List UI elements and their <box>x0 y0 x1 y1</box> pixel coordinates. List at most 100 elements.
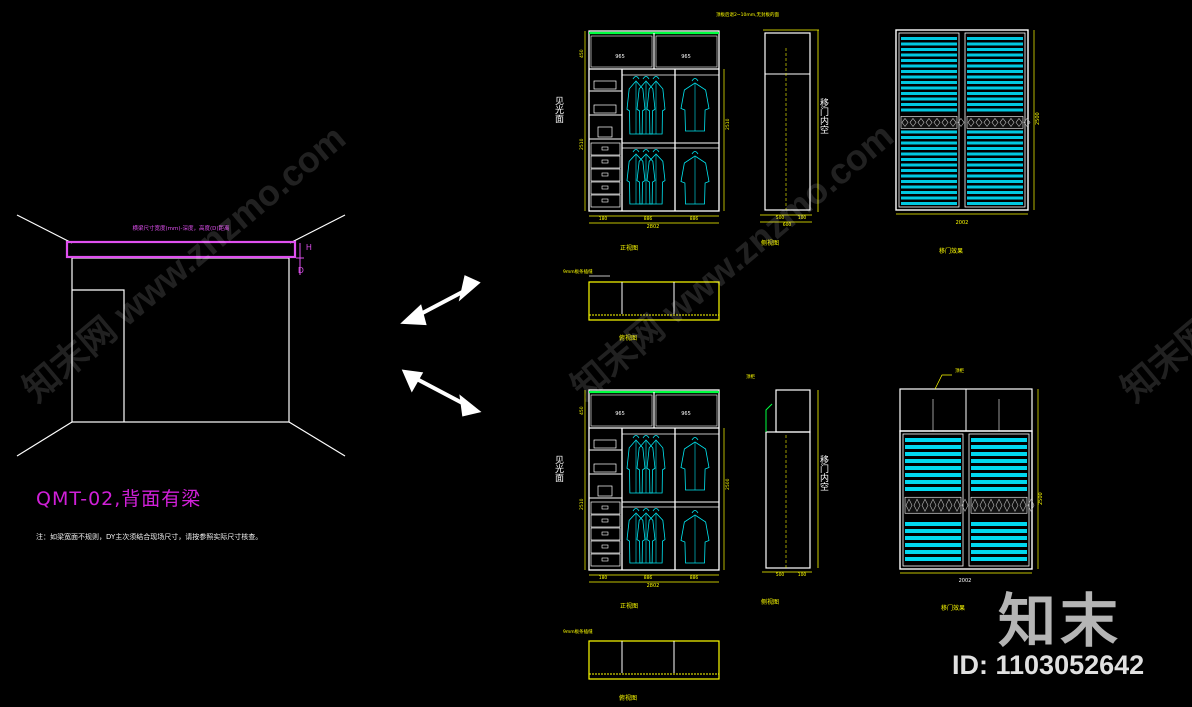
drawer <box>590 540 621 554</box>
door-panel <box>898 32 960 208</box>
door-slat <box>901 92 957 95</box>
front-top-bottom-width-3: 886 <box>690 216 699 222</box>
door-slat <box>905 543 961 547</box>
hanger-icon <box>642 149 650 153</box>
double-arrow-icon <box>400 275 481 326</box>
door-bottom-width: 2002 <box>959 578 972 584</box>
door-slat <box>967 37 1023 40</box>
front-top-left-height: 2510 <box>579 138 585 150</box>
door-slat <box>901 64 957 68</box>
decor-pattern-icon <box>1015 117 1023 127</box>
door-slat <box>901 180 957 183</box>
hanger-icon <box>632 508 640 512</box>
door-view-top <box>895 29 1035 215</box>
door-slat <box>901 152 957 156</box>
door-slat <box>905 452 961 456</box>
wardrobe-outline <box>588 30 720 212</box>
side-bottom-width-2: 100 <box>798 572 807 578</box>
door-slat <box>967 92 1023 95</box>
decor-pattern-icon <box>983 117 991 127</box>
door-slat <box>905 466 961 470</box>
door-slat <box>971 438 1027 442</box>
drawer-handle-icon <box>601 146 609 151</box>
decor-pattern-icon <box>937 498 945 512</box>
room-perspective-line-tr <box>289 214 346 244</box>
door-slat <box>905 487 961 491</box>
door-slat <box>901 191 957 194</box>
folded-clothes-icon <box>593 439 617 449</box>
door-slat <box>901 185 957 189</box>
door-slat <box>905 529 961 533</box>
side-view-top <box>760 29 819 223</box>
door-slat <box>901 97 957 101</box>
door-slat <box>971 466 1027 470</box>
door-slat <box>905 445 961 449</box>
side-top-total: 600 <box>783 222 792 228</box>
top-door-right <box>655 35 718 68</box>
top-door-right <box>655 394 718 427</box>
front-bottom-left-height: 2510 <box>579 498 585 510</box>
door-slat <box>905 536 961 540</box>
decor-pattern-icon <box>949 117 957 127</box>
front-top-top-width-2: 965 <box>681 54 691 60</box>
door-slat <box>901 75 957 79</box>
decor-pattern-icon <box>933 117 941 127</box>
door-slat <box>901 42 957 46</box>
door-bottom-height: 2500 <box>1038 492 1044 505</box>
door-slat <box>967 108 1023 112</box>
leader-line <box>934 374 952 390</box>
decor-pattern-icon <box>957 117 965 127</box>
door-slat <box>901 141 957 145</box>
drawer-handle-icon <box>601 505 609 510</box>
room-perspective-line-tl <box>16 214 73 244</box>
door-slat <box>971 557 1027 561</box>
decor-pattern-icon <box>921 498 929 512</box>
decor-pattern-icon <box>1011 498 1019 512</box>
decor-pattern-icon <box>999 117 1007 127</box>
front-bottom-bottom-width-1: 180 <box>599 575 608 581</box>
door-slat <box>905 438 961 442</box>
plan-top-caption: 俯视图 <box>619 334 637 342</box>
front-bottom-bottom-width-3: 886 <box>690 575 699 581</box>
door-slat <box>901 163 957 167</box>
door-slat <box>971 536 1027 540</box>
drawer <box>590 194 621 208</box>
decor-pattern-icon <box>953 498 961 512</box>
side-top-text: 移门内空 <box>818 97 829 134</box>
decor-pattern-icon <box>941 117 949 127</box>
door-slat <box>901 48 957 51</box>
decor-pattern-icon <box>901 117 909 127</box>
decor-pattern-icon <box>917 117 925 127</box>
drawing-note: 注：如梁宽面不规则，DY主次须结合现场尺寸，请按参照实际尺寸核查。 <box>36 533 263 541</box>
side-top-width-1: 500 <box>776 215 785 221</box>
door-slat <box>967 185 1023 189</box>
decor-pattern-icon <box>979 498 987 512</box>
wardrobe-outline <box>588 389 720 571</box>
door-view-bottom <box>899 374 1039 574</box>
decor-pattern-icon <box>929 498 937 512</box>
decor-pattern-icon <box>1027 498 1035 512</box>
drawer-handle-icon <box>601 531 609 536</box>
front-bottom-total-width: 2802 <box>647 583 660 589</box>
door-slat <box>901 81 957 84</box>
side-top-width-2: 100 <box>798 215 807 221</box>
door-slat <box>905 480 961 484</box>
door-slat <box>971 550 1027 554</box>
door-bottom-label: 顶柜 <box>955 367 964 374</box>
door-slat <box>967 86 1023 90</box>
door-slat <box>971 445 1027 449</box>
front-top-top-height: 450 <box>579 49 585 58</box>
door-slat <box>967 70 1023 73</box>
decor-pattern-icon <box>991 117 999 127</box>
front-top-total-width: 2802 <box>647 224 660 230</box>
door-slat <box>967 202 1023 205</box>
door-slat <box>971 487 1027 491</box>
door-slat <box>901 202 957 205</box>
decor-pattern-icon <box>909 117 917 127</box>
hanger-icon <box>632 149 640 153</box>
front-top-caption: 正视图 <box>620 244 638 252</box>
plan-top-label: 9mm板条插缝 <box>563 268 593 275</box>
door-slat <box>901 70 957 73</box>
door-slat <box>971 522 1027 526</box>
side-top-caption: 侧视图 <box>761 239 779 247</box>
